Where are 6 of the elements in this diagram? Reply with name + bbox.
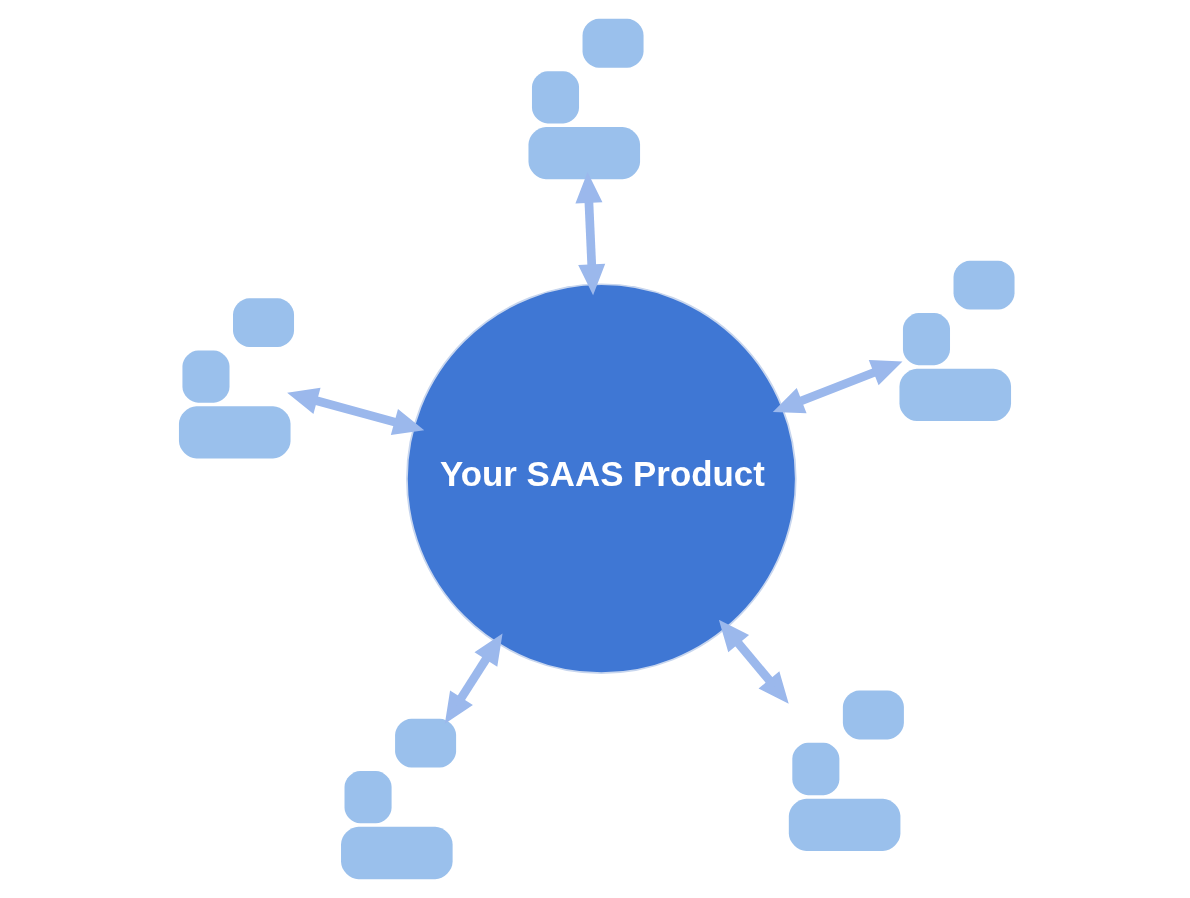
node-circle: Your SAAS Product: [406, 283, 797, 674]
arrow: [718, 619, 789, 704]
arrow: [287, 387, 425, 436]
arrow: [575, 172, 606, 296]
arrow: [444, 633, 503, 724]
arrow: [772, 360, 903, 414]
